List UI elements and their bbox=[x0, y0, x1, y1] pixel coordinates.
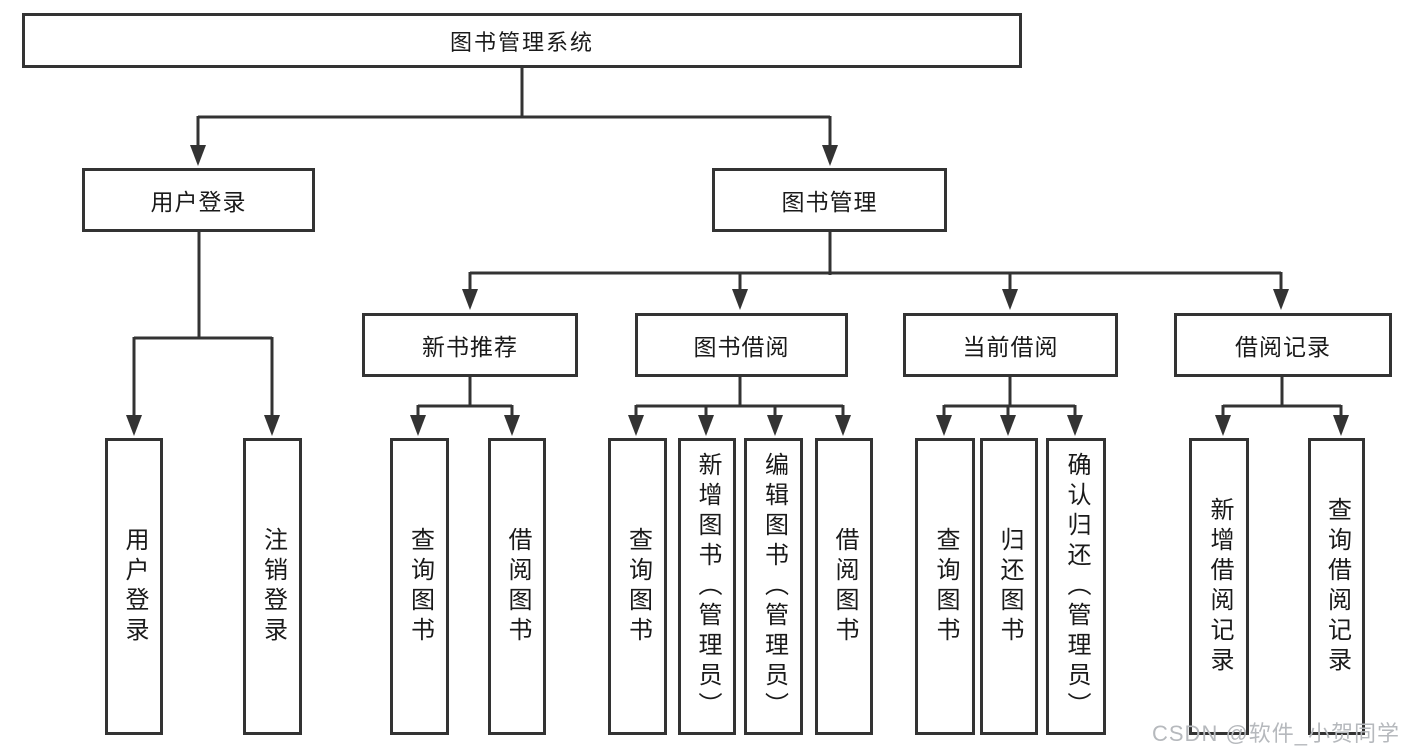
node-root: 图书管理系统 bbox=[22, 13, 1022, 68]
node-label: 查询图书 bbox=[932, 526, 959, 647]
leaf-user-login: 用户登录 bbox=[105, 438, 163, 735]
connector-book-borrowing-to-leaves bbox=[628, 376, 851, 436]
leaf-current-confirm-return-admin: 确认归还（管理员） bbox=[1046, 438, 1106, 735]
connector-book-management-to-level3 bbox=[462, 231, 1289, 310]
node-label: 借阅图书 bbox=[504, 526, 531, 647]
leaf-records-add-record: 新增借阅记录 bbox=[1189, 438, 1249, 735]
connector-current-borrowing-to-leaves bbox=[936, 376, 1083, 436]
leaf-borrowing-edit-books-admin: 编辑图书（管理员） bbox=[744, 438, 803, 735]
leaf-borrowing-query-books: 查询图书 bbox=[608, 438, 667, 735]
leaf-borrowing-add-books-admin: 新增图书（管理员） bbox=[678, 438, 736, 735]
node-label: 借阅记录 bbox=[1235, 334, 1331, 360]
node-label: 图书管理系统 bbox=[449, 29, 594, 55]
node-label: 编辑图书（管理员） bbox=[760, 451, 788, 722]
node-label: 图书借阅 bbox=[693, 334, 790, 360]
node-user-login: 用户登录 bbox=[82, 168, 315, 232]
node-label: 当前借阅 bbox=[962, 334, 1059, 360]
leaf-recommend-borrow-books: 借阅图书 bbox=[488, 438, 546, 735]
node-new-book-recommend: 新书推荐 bbox=[362, 313, 578, 377]
node-current-borrowing: 当前借阅 bbox=[903, 313, 1118, 377]
node-label: 用户登录 bbox=[121, 526, 148, 647]
node-label: 查询图书 bbox=[406, 526, 434, 647]
node-label: 注销登录 bbox=[259, 526, 287, 647]
connector-new-book-recommend-to-leaves bbox=[410, 376, 520, 436]
leaf-borrowing-borrow-books: 借阅图书 bbox=[815, 438, 873, 735]
node-label: 借阅图书 bbox=[831, 526, 858, 647]
node-label: 查询借阅记录 bbox=[1323, 496, 1351, 677]
node-book-borrowing: 图书借阅 bbox=[635, 313, 848, 377]
leaf-records-query-record: 查询借阅记录 bbox=[1308, 438, 1365, 735]
node-label: 新增图书（管理员） bbox=[694, 451, 721, 722]
connector-borrowing-records-to-leaves bbox=[1215, 376, 1349, 436]
leaf-current-query-books: 查询图书 bbox=[915, 438, 975, 735]
node-label: 图书管理 bbox=[781, 189, 878, 215]
connector-root-to-level2 bbox=[190, 68, 838, 166]
csdn-watermark: CSDN @软件_小贺同学 bbox=[1152, 721, 1401, 746]
leaf-recommend-query-books: 查询图书 bbox=[390, 438, 449, 735]
node-label: 归还图书 bbox=[996, 526, 1023, 647]
node-book-management: 图书管理 bbox=[712, 168, 947, 232]
connector-user-login-to-leaves bbox=[126, 231, 280, 436]
node-label: 用户登录 bbox=[150, 189, 247, 215]
node-label: 新增借阅记录 bbox=[1206, 496, 1233, 677]
node-borrowing-records: 借阅记录 bbox=[1174, 313, 1392, 377]
node-label: 确认归还（管理员） bbox=[1063, 451, 1090, 722]
leaf-current-return-books: 归还图书 bbox=[980, 438, 1038, 735]
node-label: 新书推荐 bbox=[422, 334, 518, 360]
leaf-logout: 注销登录 bbox=[243, 438, 302, 735]
node-label: 查询图书 bbox=[624, 526, 652, 647]
